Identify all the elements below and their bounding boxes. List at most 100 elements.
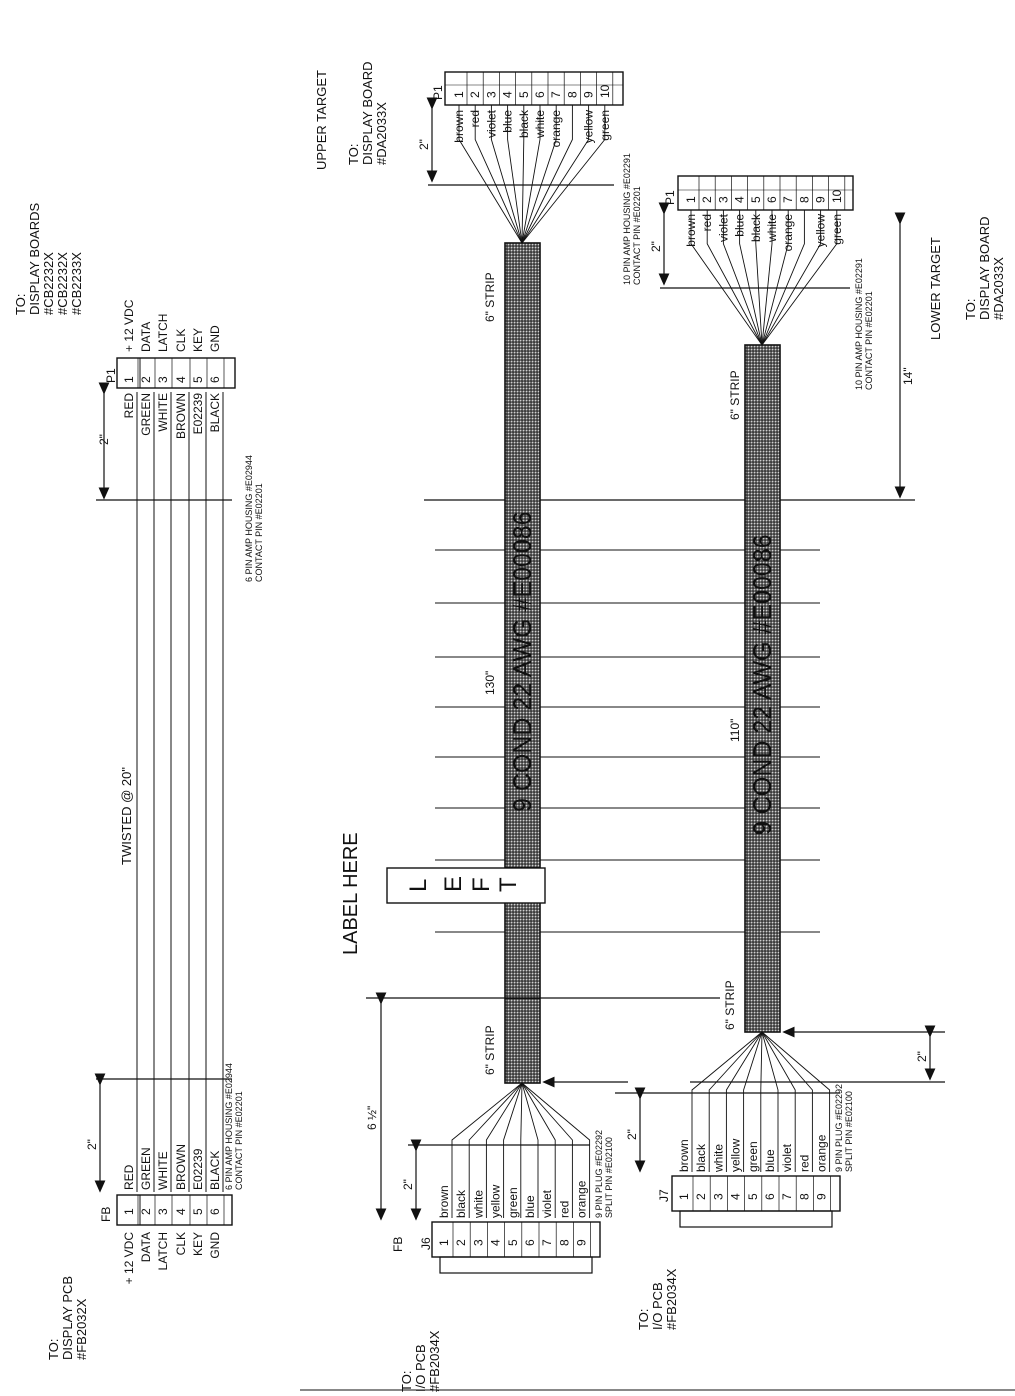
dest-line-1: DISPLAY PCB: [60, 1276, 75, 1360]
pin-number: 4: [729, 1193, 743, 1200]
wire-label: green: [746, 1141, 760, 1172]
pin-number: 3: [471, 1239, 485, 1246]
dest-line-4: #CB2233X: [69, 252, 84, 315]
to-label: TO:: [963, 299, 978, 320]
wire-label: WHITE: [156, 393, 170, 432]
pin-number: 6: [208, 1208, 222, 1215]
fan-wire: [761, 1031, 779, 1172]
pin-number: 5: [749, 196, 763, 203]
pin-number: 1: [452, 91, 466, 98]
left-box-letter: T: [495, 877, 522, 892]
pin-number: 4: [501, 91, 515, 98]
j7-label: J7: [657, 1189, 671, 1202]
pin-number: 6: [523, 1239, 537, 1246]
dest-line-2: #DA2033X: [374, 102, 389, 165]
housing-line-1: 10 PIN AMP HOUSING #E02291: [622, 153, 632, 285]
top-left-destination: TO: DISPLAY BOARDS #CB2232X #CB2232X #CB…: [13, 202, 84, 315]
pin-number: 2: [139, 376, 153, 383]
wire-label: black: [694, 1143, 708, 1172]
signal-label: CLK: [174, 1232, 188, 1255]
j7-plug: 9 PIN PLUG #E02292 SPLIT PIN #E02100: [834, 1084, 854, 1172]
wire-label: BLACK: [208, 393, 222, 432]
housing-line-2: CONTACT PIN #E02201: [632, 186, 642, 285]
lower-cable: 9 COND 22 AWG #E00086 110" 6" STRIP 6" S…: [723, 344, 781, 1033]
dest-line-2: #FB2034X: [664, 1268, 679, 1330]
upper-target-destination: TO: DISPLAY BOARD #DA2033X: [346, 61, 389, 165]
wire-label: BROWN: [174, 393, 188, 439]
housing-line-1: 6 PIN AMP HOUSING #E02944: [224, 1063, 234, 1190]
signal-label: GND: [208, 1232, 222, 1259]
j7-dimension: 2": [615, 1093, 840, 1170]
pin-number: 2: [468, 91, 482, 98]
j6-label: J6: [419, 1237, 433, 1250]
fan-wire: [520, 1082, 523, 1218]
signal-label: CLK: [174, 329, 188, 352]
pin-number: 9: [575, 1239, 589, 1246]
lower-target-fan: [690, 210, 838, 346]
wire-label: RED: [122, 1164, 136, 1190]
dest-line-2: #FB2034X: [427, 1330, 442, 1392]
wire-label: WHITE: [156, 1151, 170, 1190]
pin-number: 7: [781, 196, 795, 203]
j7-dimension-right: 2": [690, 1035, 945, 1083]
signal-label: + 12 VDC: [122, 1232, 136, 1285]
wire-label: GREEN: [139, 393, 153, 436]
wire-label: GREEN: [139, 1147, 153, 1190]
fan-wire: [521, 105, 590, 244]
pin-number: 2: [139, 1208, 153, 1215]
fan-wire: [507, 105, 523, 244]
fb-label: FB: [99, 1207, 113, 1222]
fan-wire: [708, 1031, 763, 1172]
bottom-left-housing: 6 PIN AMP HOUSING #E02944 CONTACT PIN #E…: [224, 1063, 244, 1190]
j6-dimension-outer: 6 ½": [365, 998, 720, 1218]
lower-strip-top: 6" STRIP: [728, 370, 742, 420]
fan-wire: [490, 105, 523, 244]
pin-number: 4: [174, 376, 188, 383]
fan-wire: [761, 1031, 796, 1172]
signal-label: + 12 VDC: [122, 299, 136, 352]
fan-wire: [458, 105, 523, 244]
to-label: TO:: [399, 1371, 414, 1392]
pin-number: 5: [506, 1239, 520, 1246]
signal-label: KEY: [191, 1232, 205, 1256]
wire-label: E02239: [191, 1148, 205, 1190]
to-label: TO:: [46, 1339, 61, 1360]
plug-line-2: SPLIT PIN #E02100: [604, 1137, 614, 1218]
j6-dimension: 2": [401, 1145, 590, 1218]
pin-number: 4: [489, 1239, 503, 1246]
pin-number: 2: [694, 1193, 708, 1200]
pin-number: 8: [565, 91, 579, 98]
lower-strip-bottom: 6" STRIP: [723, 980, 737, 1030]
fan-wire: [521, 1082, 591, 1218]
pin-number: 1: [122, 1208, 136, 1215]
to-label: TO:: [346, 144, 361, 165]
pin-number: 10: [830, 189, 844, 203]
fan-wire: [521, 105, 525, 244]
dim-2in: 2": [85, 1139, 99, 1150]
j7-destination: TO: I/O PCB #FB2034X: [636, 1268, 679, 1330]
housing-line-2: CONTACT PIN #E02201: [254, 483, 264, 582]
fan-wire: [521, 105, 557, 244]
housing-line-2: CONTACT PIN #E02201: [864, 291, 874, 390]
p1-label: P1: [104, 368, 118, 383]
pin-number: 8: [797, 1193, 811, 1200]
fan-wire: [521, 1082, 539, 1218]
top-left-dimension: 2": [96, 392, 232, 501]
fan-wire: [521, 105, 541, 244]
fan-wire: [743, 1031, 763, 1172]
fan-wire: [761, 1031, 831, 1172]
dest-line-2: #CB2232X: [41, 252, 56, 315]
dim-2in: 2": [625, 1129, 639, 1140]
upper-cable-length: 130": [483, 671, 497, 695]
bottom-left-dimension: 2": [85, 1079, 232, 1190]
pin-number: 1: [437, 1239, 451, 1246]
left-box-letter: F: [468, 877, 495, 892]
pin-number: 3: [156, 376, 170, 383]
wire-label: white: [711, 1144, 725, 1173]
